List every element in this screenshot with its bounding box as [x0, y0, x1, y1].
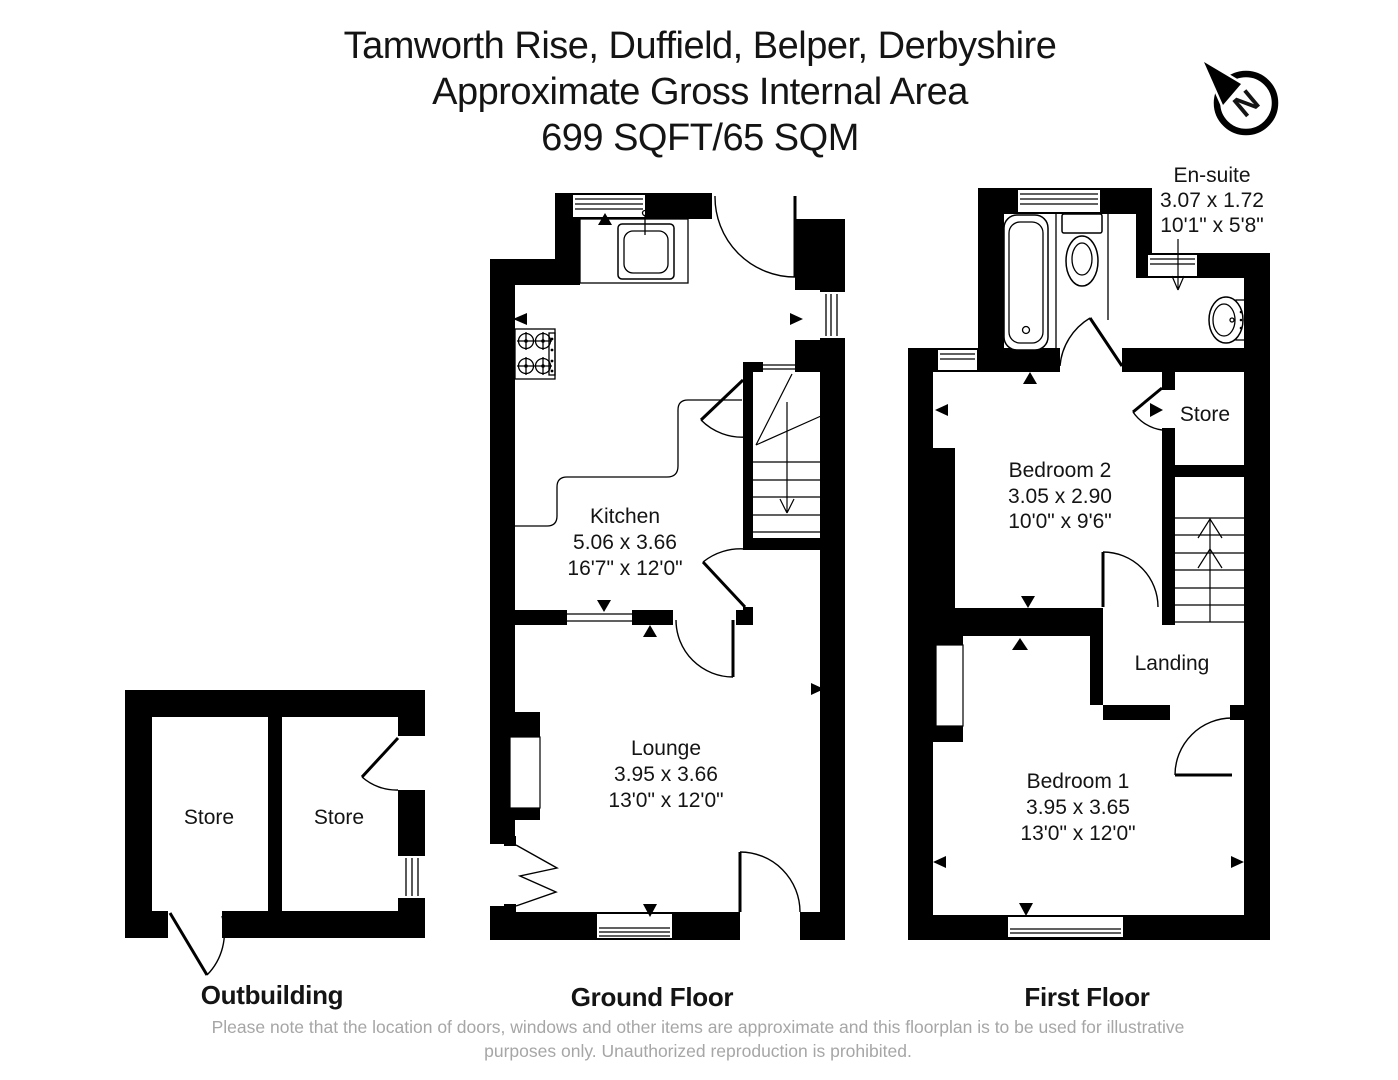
room-label-ensuite: En-suite: [1173, 164, 1250, 187]
outbuilding-door-right: [360, 736, 400, 791]
title-block: Tamworth Rise, Duffield, Belper, Derbysh…: [344, 25, 1057, 159]
window: [938, 350, 977, 370]
room-label-store-right: Store: [314, 806, 364, 829]
bedroom1-door: [1174, 717, 1233, 777]
ensuite-pointer-arrow: [1171, 239, 1185, 291]
room-dim-kitchen-metric: 5.06 x 3.66: [573, 531, 677, 554]
ensuite-partition: [1055, 214, 1109, 366]
window: [567, 610, 632, 625]
bedroom2-door: [1101, 551, 1159, 608]
toilet: [1061, 213, 1103, 287]
disclaimer-line1: Please note that the location of doors, …: [212, 1017, 1185, 1037]
room-label-bedroom1: Bedroom 1: [1027, 770, 1130, 793]
chimney-alcove: [509, 736, 541, 809]
room-dim-bedroom1-metric: 3.95 x 3.65: [1026, 796, 1130, 819]
window: [820, 292, 845, 338]
ensuite-door: [1059, 317, 1124, 367]
chimney-alcove: [935, 644, 964, 727]
measurement-markers-ground: [499, 213, 824, 917]
door-opening: [490, 844, 515, 906]
room-dim-kitchen-imperial: 16'7" x 12'0": [567, 557, 682, 580]
store-door: [1132, 386, 1163, 431]
room-label-store-left: Store: [184, 806, 234, 829]
room-dim-ensuite-imperial: 10'1" x 5'8": [1160, 214, 1264, 237]
room-dim-lounge-imperial: 13'0" x 12'0": [608, 789, 723, 812]
floor-plan-outbuilding: Store Store: [125, 690, 425, 976]
page-area: 699 SQFT/65 SQM: [541, 117, 859, 159]
door-opening: [1162, 390, 1175, 428]
floor-plan-first: En-suite 3.07 x 1.72 10'1" x 5'8" Store …: [908, 164, 1270, 940]
ground-windows: [490, 195, 845, 940]
window: [763, 362, 795, 372]
stairs-bottom-door: [701, 548, 747, 609]
room-dim-ensuite-metric: 3.07 x 1.72: [1160, 189, 1264, 212]
room-label-store-first: Store: [1180, 403, 1230, 426]
window: [1008, 917, 1123, 937]
room-dim-bedroom2-imperial: 10'0" x 9'6": [1008, 510, 1112, 533]
disclaimer-line2: purposes only. Unauthorized reproduction…: [484, 1041, 912, 1061]
room-dim-lounge-metric: 3.95 x 3.66: [614, 763, 718, 786]
room-label-bedroom2: Bedroom 2: [1009, 459, 1112, 482]
outbuilding-walls: [125, 690, 425, 938]
door-opening: [740, 912, 800, 940]
floor-label-outbuilding: Outbuilding: [201, 980, 344, 1010]
compass-icon: N: [1198, 55, 1279, 136]
page-subtitle: Approximate Gross Internal Area: [432, 71, 969, 113]
room-dim-bedroom2-metric: 3.05 x 2.90: [1008, 485, 1112, 508]
floor-label-first: First Floor: [1024, 982, 1149, 1012]
stairs-first: [1175, 517, 1244, 623]
kitchen-lounge-door: [675, 619, 735, 678]
floor-plan-ground: Kitchen 5.06 x 3.66 16'7" x 12'0" Lounge…: [490, 193, 845, 940]
outbuilding-door-left: [168, 912, 226, 976]
window: [1018, 190, 1100, 212]
door-opening: [398, 736, 425, 790]
front-door: [738, 851, 801, 913]
bathroom-sink: [1208, 296, 1247, 344]
measurement-markers-first: [933, 372, 1244, 916]
room-label-landing: Landing: [1135, 652, 1210, 675]
room-label-kitchen: Kitchen: [590, 505, 660, 528]
stairs-ground: [753, 373, 822, 533]
kitchen-counter: [515, 218, 742, 527]
kitchen-sink: [617, 209, 675, 280]
floor-label-ground: Ground Floor: [571, 982, 734, 1012]
stairs-top-door: [699, 378, 748, 438]
window: [1148, 255, 1197, 276]
window: [573, 195, 645, 217]
entry-door: [714, 195, 797, 278]
first-windows: [938, 190, 1230, 937]
bifold-door: [515, 844, 559, 907]
hob: [514, 328, 556, 380]
window: [597, 914, 672, 938]
door-opening: [1170, 705, 1230, 720]
bath: [1003, 214, 1049, 351]
room-label-lounge: Lounge: [631, 737, 701, 760]
room-dim-bedroom1-imperial: 13'0" x 12'0": [1020, 822, 1135, 845]
window: [398, 856, 425, 898]
page-title: Tamworth Rise, Duffield, Belper, Derbysh…: [344, 25, 1057, 67]
